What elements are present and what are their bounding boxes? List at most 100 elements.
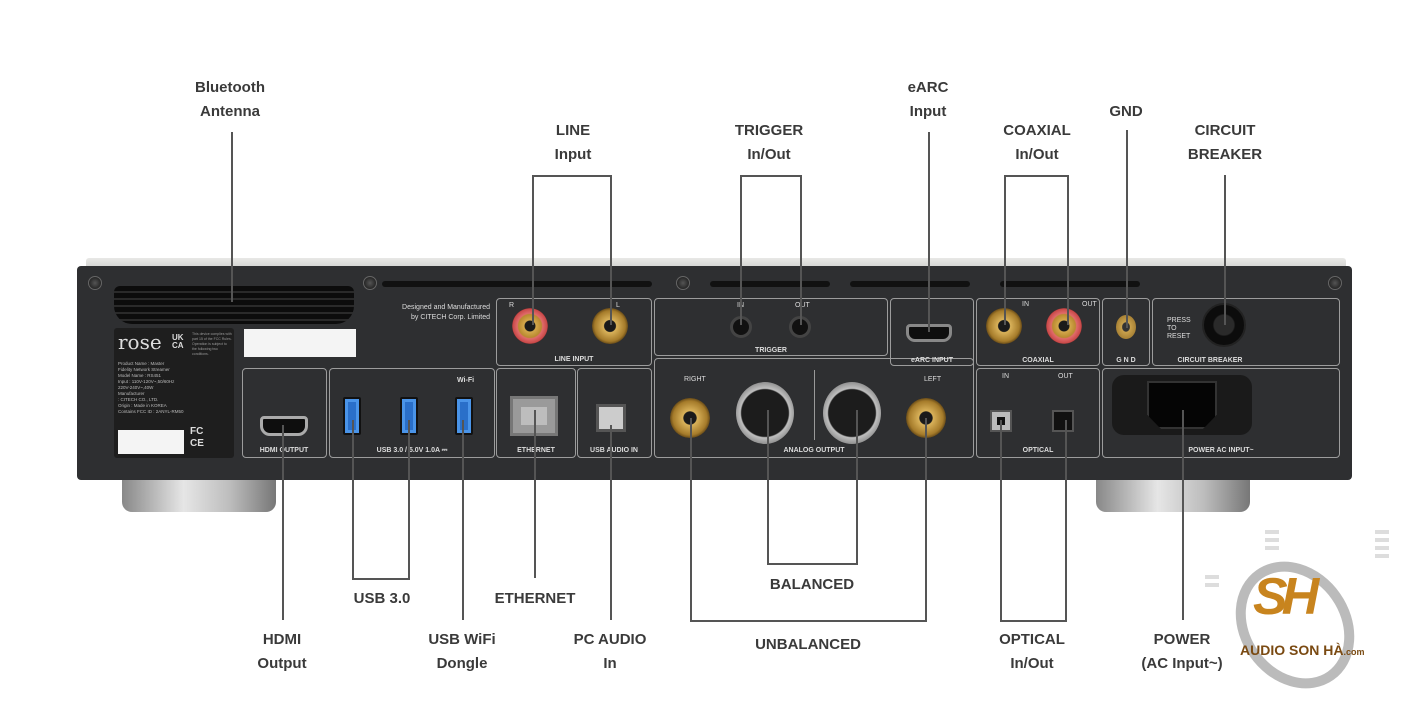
- leader-line: [532, 175, 534, 325]
- trigger-section: [654, 298, 888, 356]
- callout-power: POWER(AC Input~): [1141, 631, 1223, 672]
- leader-line: [1000, 620, 1067, 622]
- leader-line: [610, 175, 612, 325]
- earc-section: [890, 298, 974, 366]
- device-foot-left: [122, 480, 276, 512]
- vent-slot: [1000, 281, 1140, 287]
- leader-line: [408, 420, 410, 580]
- hdmi-output-label: HDMI OUTPUT: [259, 447, 309, 454]
- leader-line: [534, 410, 536, 578]
- optical-out-label: OUT: [1058, 373, 1073, 380]
- earc-label: eARC INPUT: [910, 357, 954, 364]
- leader-line: [352, 578, 410, 580]
- audio-son-ha-logo: SH AUDIO SON HÀ.com: [1195, 525, 1405, 715]
- leader-line: [800, 175, 802, 325]
- r-label: R: [509, 302, 515, 309]
- callout-balanced: BALANCED: [769, 576, 855, 593]
- leader-line: [352, 420, 354, 580]
- divider: [814, 370, 815, 440]
- trigger-out-label: OUT: [795, 302, 810, 309]
- left-label: LEFT: [924, 376, 942, 383]
- leader-line: [1004, 175, 1006, 325]
- balanced-left-output[interactable]: [823, 382, 881, 444]
- bluetooth-antenna: [114, 286, 354, 324]
- balanced-right-output[interactable]: [736, 382, 794, 444]
- leader-line: [1000, 420, 1002, 622]
- leader-line: [767, 410, 769, 565]
- power-section: [1102, 368, 1340, 458]
- leader-line: [462, 420, 464, 620]
- leader-line: [856, 410, 858, 565]
- device-foot-right: [1096, 480, 1250, 512]
- usb-audio-section: [577, 368, 652, 458]
- line-input-r[interactable]: [512, 308, 548, 344]
- fcc-note: This device complies with part 15 of the…: [192, 332, 232, 356]
- coax-in-label: IN: [1022, 301, 1029, 308]
- usb-audio-in-label: USB AUDIO IN: [590, 447, 638, 454]
- callout-gnd: GND: [1109, 103, 1143, 120]
- screw-icon: [1328, 276, 1342, 290]
- coaxial-out[interactable]: [1046, 308, 1082, 344]
- leader-line: [282, 425, 284, 620]
- leader-line: [610, 425, 612, 620]
- l-label: L: [616, 302, 620, 309]
- leader-line: [1067, 175, 1069, 325]
- leader-line: [767, 563, 858, 565]
- usb-wifi-port[interactable]: [455, 397, 473, 435]
- leader-line: [1182, 410, 1184, 620]
- coaxial-label: COAXIAL: [1022, 357, 1054, 364]
- optical-label: OPTICAL: [1022, 447, 1054, 454]
- leader-line: [532, 175, 612, 177]
- coax-out-label: OUT: [1082, 301, 1097, 308]
- breaker-label: CIRCUIT BREAKER: [1177, 357, 1243, 364]
- screw-icon: [363, 276, 377, 290]
- leader-line: [1004, 175, 1069, 177]
- barcode-sticker: [118, 430, 184, 454]
- power-ac-inlet[interactable]: [1147, 381, 1217, 429]
- vent-slot: [382, 281, 652, 287]
- leader-line: [925, 418, 927, 622]
- optical-out-port[interactable]: [1052, 410, 1074, 432]
- usb-label: USB 3.0 / 5.0V 1.0A ⎓: [376, 447, 448, 454]
- leader-line: [740, 175, 742, 325]
- brand-logo: rose: [118, 330, 162, 354]
- callout-ethernet: ETHERNET: [494, 590, 576, 607]
- ethernet-label: ETHERNET: [517, 447, 555, 454]
- leader-line: [1126, 130, 1128, 328]
- leader-line: [1224, 175, 1226, 325]
- callout-usb3: USB 3.0: [353, 590, 411, 607]
- leader-line: [740, 175, 802, 177]
- screw-icon: [676, 276, 690, 290]
- line-input-section: [496, 298, 652, 366]
- serial-sticker: [244, 329, 356, 357]
- gnd-label: G N D: [1116, 357, 1136, 364]
- hdmi-output-port[interactable]: [260, 416, 308, 436]
- leader-line: [1065, 420, 1067, 622]
- logo-mark: SH: [1253, 568, 1319, 626]
- optical-in-label: IN: [1002, 373, 1009, 380]
- hdmi-output-section: [242, 368, 327, 458]
- optical-section: [976, 368, 1100, 458]
- power-label: POWER AC INPUT~: [1188, 447, 1254, 454]
- wifi-label: Wi-Fi: [457, 377, 475, 384]
- trigger-label: TRIGGER: [755, 347, 787, 354]
- vent-slot: [850, 281, 970, 287]
- leader-line: [690, 418, 692, 622]
- usb-section: [329, 368, 495, 458]
- analog-output-section: [654, 358, 974, 458]
- screw-icon: [88, 276, 102, 290]
- line-input-label: LINE INPUT: [554, 356, 594, 363]
- ethernet-section: [496, 368, 576, 458]
